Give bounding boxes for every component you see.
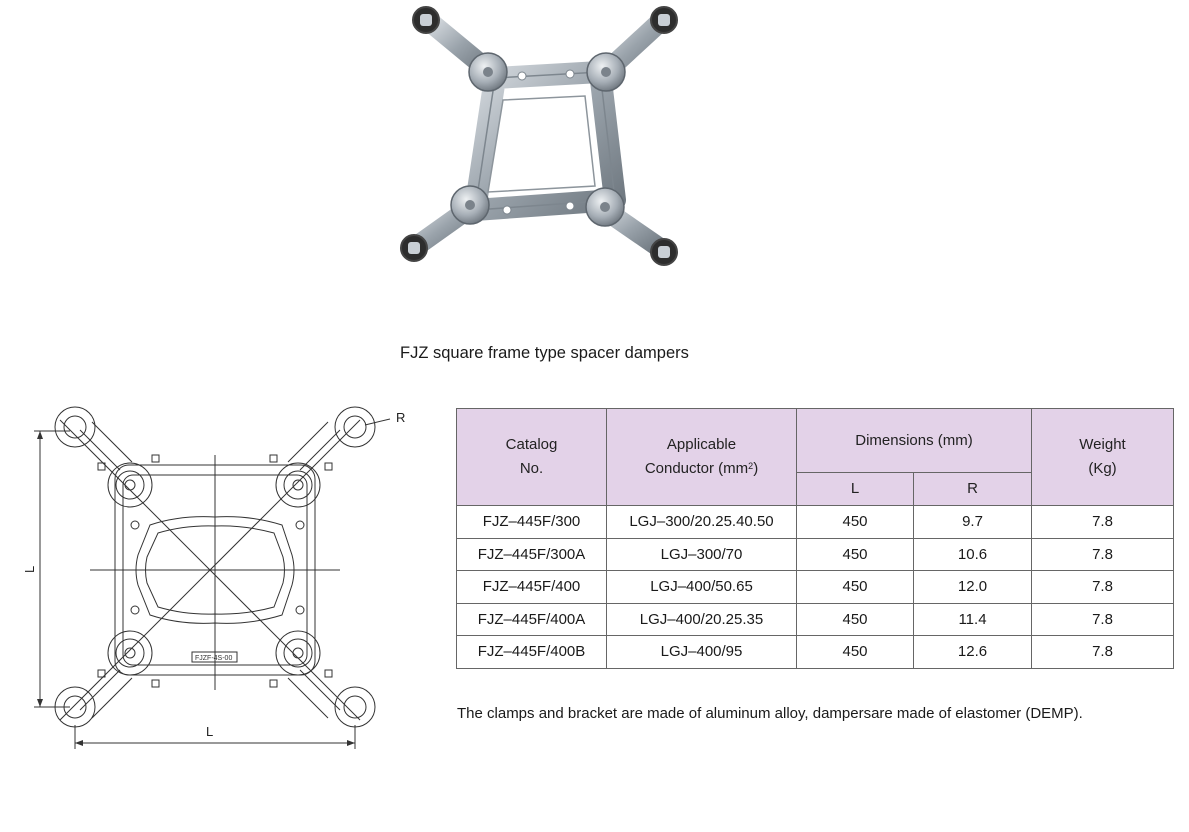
cell-weight: 7.8 xyxy=(1031,602,1175,636)
product-photo xyxy=(400,6,678,266)
drawing-label-L-horizontal: L xyxy=(206,724,213,739)
header-conductor-line1: Applicable xyxy=(666,436,737,453)
header-catalog: Catalog No. xyxy=(456,408,607,506)
cell-conductor: LGJ–400/20.25.35 xyxy=(606,602,797,636)
cell-conductor: LGJ–300/20.25.40.50 xyxy=(606,505,797,539)
header-weight-line2: (Kg) xyxy=(1088,460,1117,477)
cell-catalog: FJZ–445F/400B xyxy=(456,635,607,669)
cell-catalog: FJZ–445F/300A xyxy=(456,537,607,571)
table-row: FJZ–445F/400A LGJ–400/20.25.35 450 11.4 … xyxy=(456,602,1175,636)
header-catalog-line2: No. xyxy=(519,460,544,477)
cell-catalog: FJZ–445F/400 xyxy=(456,570,607,604)
cell-catalog: FJZ–445F/400A xyxy=(456,602,607,636)
cell-L: 450 xyxy=(796,505,914,539)
header-dim-L: L xyxy=(796,472,914,506)
table-row: FJZ–445F/400 LGJ–400/50.65 450 12.0 7.8 xyxy=(456,570,1175,604)
header-dim-R: R xyxy=(912,472,1033,506)
cell-weight: 7.8 xyxy=(1031,505,1175,539)
table-row: FJZ–445F/300 LGJ–300/20.25.40.50 450 9.7… xyxy=(456,505,1175,539)
cell-weight: 7.8 xyxy=(1031,537,1175,571)
table-row: FJZ–445F/400B LGJ–400/95 450 12.6 7.8 xyxy=(456,635,1175,669)
drawing-label-R: R xyxy=(396,410,405,425)
cell-conductor: LGJ–300/70 xyxy=(606,537,797,571)
header-weight-line1: Weight xyxy=(1079,436,1126,453)
header-conductor-end: ) xyxy=(753,460,759,477)
header-weight: Weight (Kg) xyxy=(1031,408,1175,506)
cell-catalog: FJZ–445F/300 xyxy=(456,505,607,539)
cell-weight: 7.8 xyxy=(1031,570,1175,604)
cell-conductor: LGJ–400/50.65 xyxy=(606,570,797,604)
header-conductor-sup: 2 xyxy=(748,461,754,471)
cell-L: 450 xyxy=(796,537,914,571)
cell-weight: 7.8 xyxy=(1031,635,1175,669)
material-note: The clamps and bracket are made of alumi… xyxy=(457,705,1083,722)
drawing-plate-text: FJZF-4S-00 xyxy=(195,655,232,662)
cell-R: 12.6 xyxy=(912,635,1033,669)
cell-R: 11.4 xyxy=(912,602,1033,636)
cell-conductor: LGJ–400/95 xyxy=(606,635,797,669)
header-conductor-line2: Conductor (mm xyxy=(644,460,749,477)
technical-drawing: R L L FJZF-4S-00 xyxy=(22,406,405,749)
cell-L: 450 xyxy=(796,570,914,604)
cell-R: 10.6 xyxy=(912,537,1033,571)
spec-table: Catalog No. Applicable Conductor (mm2) D… xyxy=(456,408,1175,669)
header-catalog-line1: Catalog xyxy=(505,436,558,453)
drawing-label-L-vertical: L xyxy=(22,566,37,573)
cell-L: 450 xyxy=(796,635,914,669)
header-conductor: Applicable Conductor (mm2) xyxy=(606,408,797,506)
cell-R: 9.7 xyxy=(912,505,1033,539)
table-row: FJZ–445F/300A LGJ–300/70 450 10.6 7.8 xyxy=(456,537,1175,571)
header-dimensions: Dimensions (mm) xyxy=(795,408,1033,473)
cell-R: 12.0 xyxy=(912,570,1033,604)
cell-L: 450 xyxy=(796,602,914,636)
figure-caption: FJZ square frame type spacer dampers xyxy=(400,344,689,362)
